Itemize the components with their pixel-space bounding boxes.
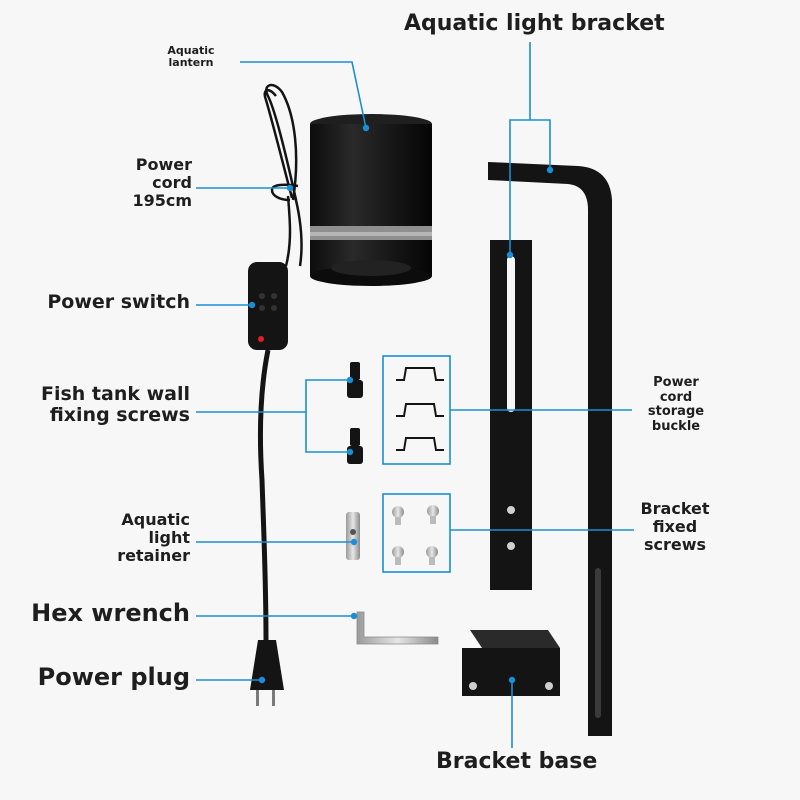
label-line: storage <box>647 404 705 420</box>
label-line: light <box>148 527 190 547</box>
label-line: retainer <box>117 545 190 565</box>
callout-lines <box>196 42 634 748</box>
label-line: Bracket base <box>436 749 598 774</box>
label-line: screws <box>643 534 707 554</box>
label-aquatic-lantern: Aquatic lantern <box>155 44 227 70</box>
label-line: Power switch <box>47 291 190 313</box>
label-storage-buckle: Power cord storage buckle <box>638 375 714 434</box>
power-plug <box>250 640 284 706</box>
power-cord-coil <box>263 83 303 267</box>
label-power-plug: Power plug <box>38 664 190 691</box>
label-wall-fixing-screws: Fish tank wall fixing screws <box>40 383 190 427</box>
wall-fixing-screws <box>347 362 363 464</box>
label-light-bracket: Aquatic light bracket <box>404 11 665 37</box>
label-bracket-base: Bracket base <box>436 749 598 775</box>
label-line: Power <box>653 375 699 390</box>
label-line: fixed <box>652 516 698 536</box>
label-line: Aquatic light bracket <box>404 11 665 36</box>
label-line: buckle <box>651 418 701 434</box>
aquatic-lantern <box>310 114 432 286</box>
callout-dots <box>248 124 554 684</box>
bracket-plate <box>490 240 532 590</box>
label-line: Bracket <box>640 499 710 518</box>
light-retainer <box>346 512 360 560</box>
label-line: 195cm <box>132 190 192 210</box>
label-power-cord: Power cord 195cm <box>132 156 192 210</box>
power-cord <box>257 349 271 641</box>
label-line: Power plug <box>37 663 190 691</box>
label-hex-wrench: Hex wrench <box>31 600 190 627</box>
label-line: Aquatic <box>121 510 190 529</box>
label-line: Fish tank wall <box>40 383 190 405</box>
label-line: Aquatic <box>167 44 215 57</box>
label-line: lantern <box>168 56 214 70</box>
hex-wrench-shape <box>356 611 439 645</box>
label-power-switch: Power switch <box>47 291 190 313</box>
label-line: fixing screws <box>49 404 190 427</box>
power-switch-box <box>248 262 288 350</box>
bracket-base-block <box>462 630 560 696</box>
label-line: Hex wrench <box>31 599 190 627</box>
bracket-fixed-screws <box>392 505 439 565</box>
label-line: Power <box>135 155 192 174</box>
label-fixed-screws: Bracket fixed screws <box>632 500 718 554</box>
label-line: cord <box>659 389 693 405</box>
label-line: cord <box>152 172 192 192</box>
bracket-arm <box>488 162 612 736</box>
storage-buckles <box>396 367 444 451</box>
label-light-retainer: Aquatic light retainer <box>117 511 190 565</box>
